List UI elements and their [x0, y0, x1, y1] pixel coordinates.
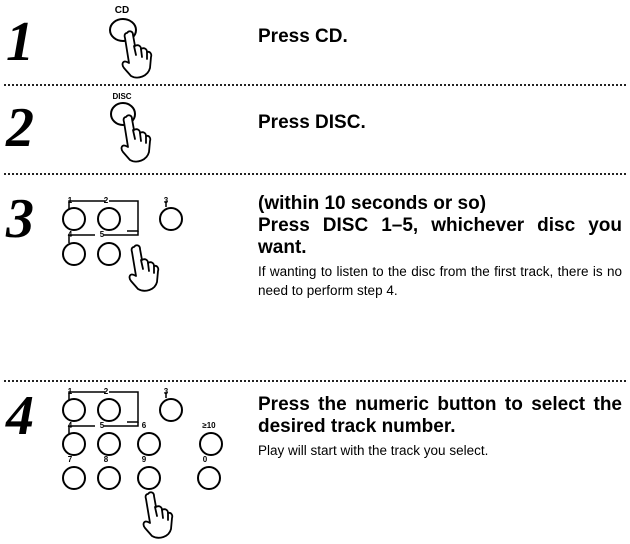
step-note: If wanting to listen to the disc from th… [258, 263, 622, 299]
step-note: Play will start with the track you selec… [258, 442, 489, 458]
disc-button-label: DISC [112, 92, 131, 101]
num-3-label: 3 [164, 387, 169, 396]
num-9-button [137, 466, 161, 490]
disc-1-button [62, 207, 86, 231]
step-number: 2 [6, 97, 34, 159]
num-0-button [197, 466, 221, 490]
step-number: 4 [6, 385, 34, 447]
step-divider [4, 84, 626, 86]
numeric-buttons-illustration: 1 2 3 4 5 6 ≥10 7 8 9 0 [62, 387, 223, 539]
step-divider [4, 173, 626, 175]
step-timing: (within 10 seconds or so) [258, 193, 487, 214]
step-number: 1 [6, 11, 34, 73]
cd-button-illustration: CD [109, 5, 153, 79]
disc-5-label: 5 [100, 230, 105, 239]
cd-button-label: CD [115, 5, 129, 16]
num-2-label: 2 [104, 387, 109, 396]
num-10plus-button [199, 432, 223, 456]
disc-3-button [159, 207, 183, 231]
num-4-button [62, 432, 86, 456]
step-instruction: Press the numeric button to select the d… [258, 394, 622, 437]
pressing-hand-icon [128, 244, 160, 292]
disc-5-button [97, 242, 121, 266]
pressing-hand-icon [142, 491, 174, 539]
step-instruction: Press DISC. [258, 112, 366, 133]
pressing-hand-icon [121, 30, 153, 79]
num-8-label: 8 [104, 455, 109, 464]
step-instruction: Press DISC 1–5, whichever disc you want. [258, 214, 622, 258]
num-3-button [159, 398, 183, 422]
num-6-label: 6 [142, 421, 147, 430]
disc-2-label: 2 [104, 196, 109, 205]
disc-4-button [62, 242, 86, 266]
num-5-label: 5 [100, 421, 105, 430]
num-2-button [97, 398, 121, 422]
pressing-hand-icon [120, 114, 152, 163]
disc-3-label: 3 [164, 196, 169, 205]
num-7-button [62, 466, 86, 490]
num-1-label: 1 [68, 387, 73, 396]
num-10plus-label: ≥10 [202, 421, 216, 430]
num-7-label: 7 [68, 455, 73, 464]
step-instruction: Press CD. [258, 26, 348, 47]
disc-2-button [97, 207, 121, 231]
num-1-button [62, 398, 86, 422]
step-number: 3 [6, 188, 34, 250]
step-divider [4, 380, 626, 382]
num-0-label: 0 [203, 455, 208, 464]
disc-number-buttons-illustration: 1 2 3 4 5 [62, 196, 183, 292]
num-6-button [137, 432, 161, 456]
disc-1-label: 1 [68, 196, 73, 205]
num-5-button [97, 432, 121, 456]
num-4-label: 4 [68, 421, 73, 430]
disc-4-label: 4 [68, 230, 73, 239]
num-8-button [97, 466, 121, 490]
num-9-label: 9 [142, 455, 147, 464]
disc-button-illustration: DISC [110, 92, 152, 163]
